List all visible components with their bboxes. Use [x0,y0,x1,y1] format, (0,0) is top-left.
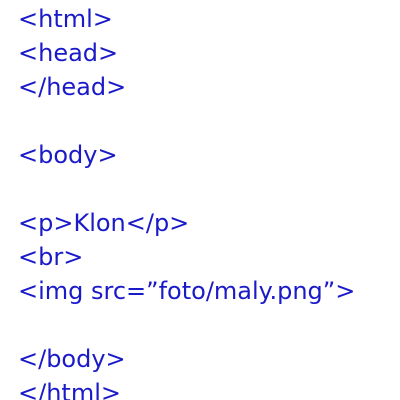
code-line-html-open: <html> [18,5,113,33]
code-line-body-open: <body> [18,141,118,169]
code-line-blank [18,104,400,138]
code-line-br: <br> [18,243,84,271]
code-line-html-close: </html> [18,379,121,400]
code-line-head-open: <head> [18,39,119,67]
code-line-blank [18,308,400,342]
code-line-head-close: </head> [18,73,127,101]
code-line-paragraph: <p>Klon</p> [18,209,190,237]
code-line-blank [18,172,400,206]
code-line-body-close: </body> [18,345,126,373]
code-line-img: <img src=”foto/maly.png”> [18,277,356,305]
